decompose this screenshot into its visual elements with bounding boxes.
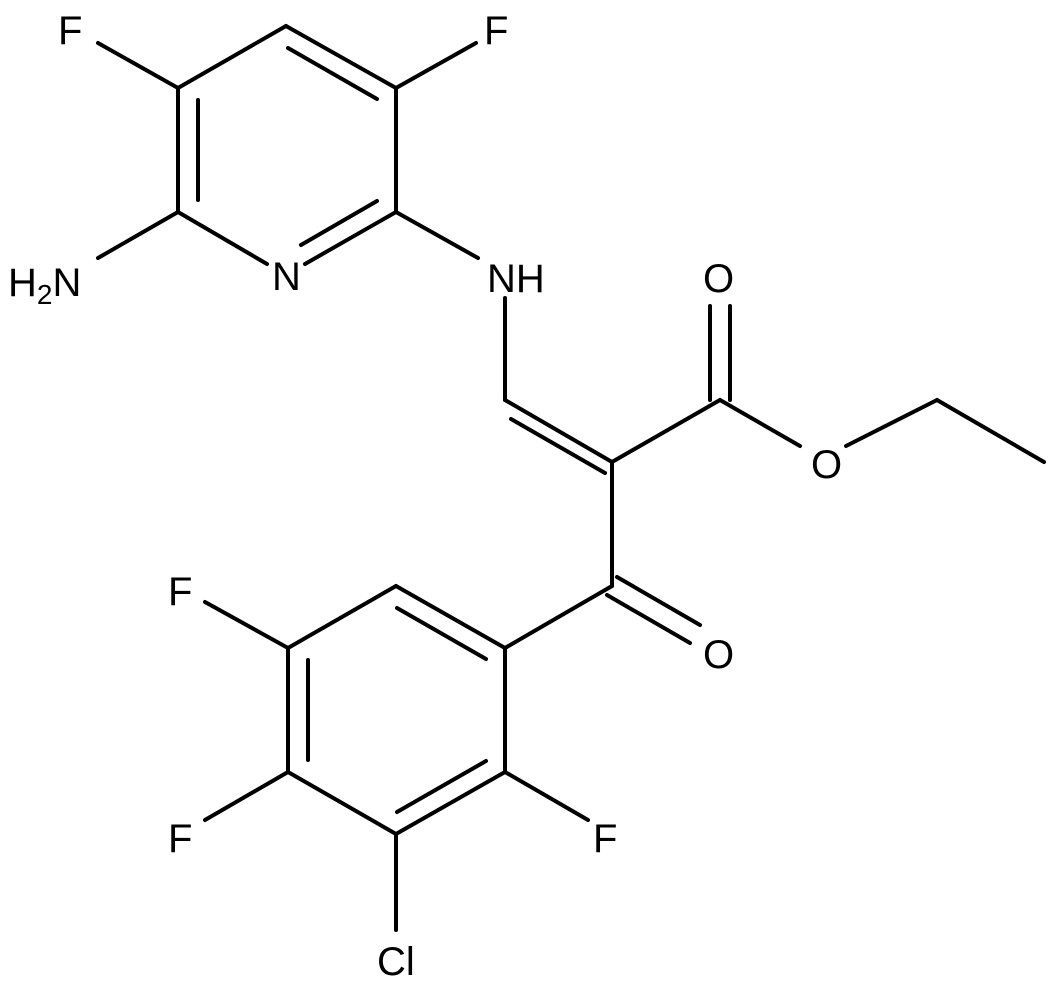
bond-ketone-co-2: [605, 593, 692, 645]
bond-b1-b2: [394, 584, 507, 650]
bond-c3-c4: [176, 24, 288, 90]
bond-ch2-ch3: [935, 398, 1046, 464]
bond-c6-n1: [303, 210, 398, 266]
benzene-ring: [286, 584, 507, 836]
bond-b5-b6-inner: [395, 759, 488, 814]
pyridine-ring: [176, 24, 398, 266]
bond-b4-b5: [286, 770, 398, 836]
bond-b6-f: [503, 770, 590, 822]
atom-nh2-sub: 2: [37, 279, 53, 310]
bond-c4-c5: [284, 24, 398, 90]
atom-n-pyridine: N: [272, 255, 301, 299]
atom-f-pyr-right: F: [484, 9, 508, 53]
bond-ch-c-double-inner: [509, 417, 607, 475]
bond-c6-n1-inner: [299, 199, 379, 247]
bond-n1-c2: [176, 210, 269, 266]
atom-f-aryl-top: F: [168, 570, 192, 614]
bond-ketone-co-1: [615, 575, 702, 627]
bond-ch-c-double: [503, 398, 614, 464]
atom-f-pyr-left: F: [58, 9, 82, 53]
bond-ester-c-o-single: [718, 398, 802, 448]
atom-nh2-h: H: [8, 261, 37, 305]
bond-c3-f: [96, 41, 180, 90]
bond-c5-f: [394, 41, 478, 90]
atom-nh: NH: [487, 257, 545, 301]
atom-f-aryl-right: F: [593, 817, 617, 861]
atom-nh2-n: N: [52, 261, 81, 305]
bond-b5-b6: [394, 770, 507, 836]
atom-f-aryl-left: F: [168, 817, 192, 861]
bond-b4-f: [203, 770, 290, 822]
bond-o-ch2: [844, 398, 939, 448]
bond-b2-b3: [286, 584, 398, 650]
bond-ketone-aryl: [503, 584, 614, 650]
bond-b1-b2-inner: [395, 606, 488, 661]
bond-c-ester-c: [610, 398, 722, 464]
atom-o-ester-carbonyl: O: [703, 257, 734, 301]
bond-c6-nh: [394, 210, 480, 260]
bond-b3-f: [203, 600, 290, 650]
atom-o-ester: O: [811, 443, 842, 487]
bond-c4-c5-inner: [286, 46, 379, 101]
atom-nh2: H2N: [8, 261, 81, 310]
atom-cl: Cl: [377, 940, 415, 984]
atom-o-ketone: O: [703, 633, 734, 677]
bond-c2-nh2: [96, 210, 180, 260]
